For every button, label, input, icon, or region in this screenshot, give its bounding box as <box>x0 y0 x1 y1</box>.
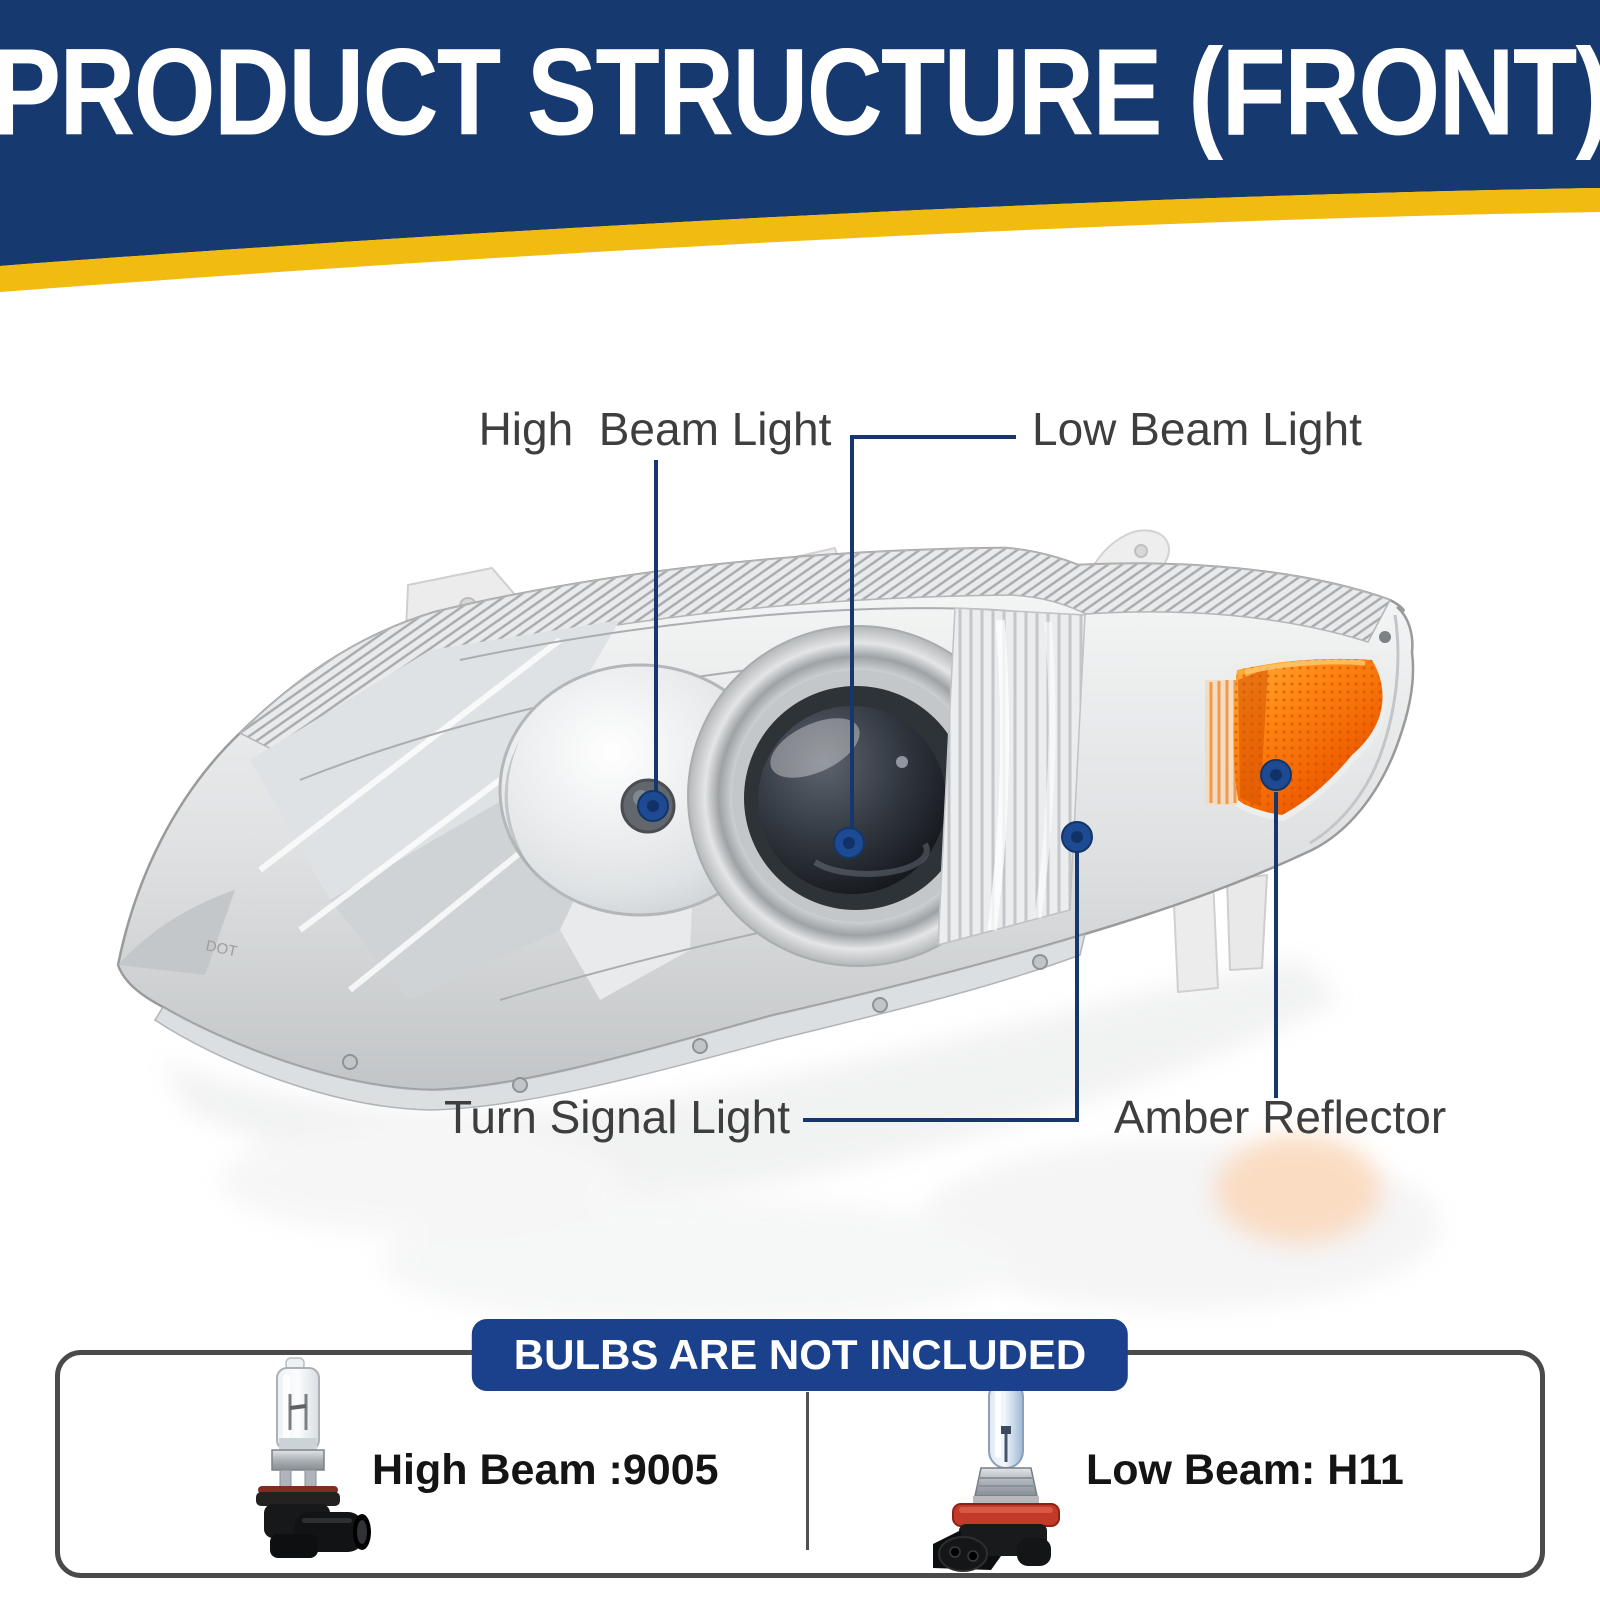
turn-signal-label: Turn Signal Light <box>443 1091 790 1143</box>
high-beam-label: High Beam Light <box>478 403 832 455</box>
low-beam-label: Low Beam Light <box>1032 403 1362 455</box>
page-title: PRODUCT STRUCTURE (FRONT) <box>0 23 1600 161</box>
bulb-h11-illustration <box>933 1371 1060 1572</box>
bulb-9005-illustration <box>256 1357 371 1558</box>
headlight-reflection <box>160 958 1440 1327</box>
amber-reflector-label: Amber Reflector <box>1113 1091 1447 1143</box>
low-beam-bulb-label: Low Beam: H11 <box>1086 1446 1404 1494</box>
bulbs-box-divider <box>806 1392 809 1550</box>
callout-dots <box>637 759 1292 859</box>
header-banner <box>0 0 1600 292</box>
turn-signal-section <box>937 607 1086 946</box>
header-banner-blue <box>0 0 1600 266</box>
bottom-trim: DOT <box>153 932 1087 1111</box>
lens-engraving: DOT <box>204 937 239 960</box>
bulbs-not-included-banner: BULBS ARE NOT INCLUDED <box>471 1319 1129 1391</box>
callout-lines <box>654 435 1278 1122</box>
header-banner-gold-stripe <box>0 188 1600 292</box>
low-beam-callout-line <box>850 435 1016 834</box>
high-beam-bulb-label: High Beam :9005 <box>372 1446 719 1494</box>
turn-signal-callout-line <box>803 846 1079 1122</box>
